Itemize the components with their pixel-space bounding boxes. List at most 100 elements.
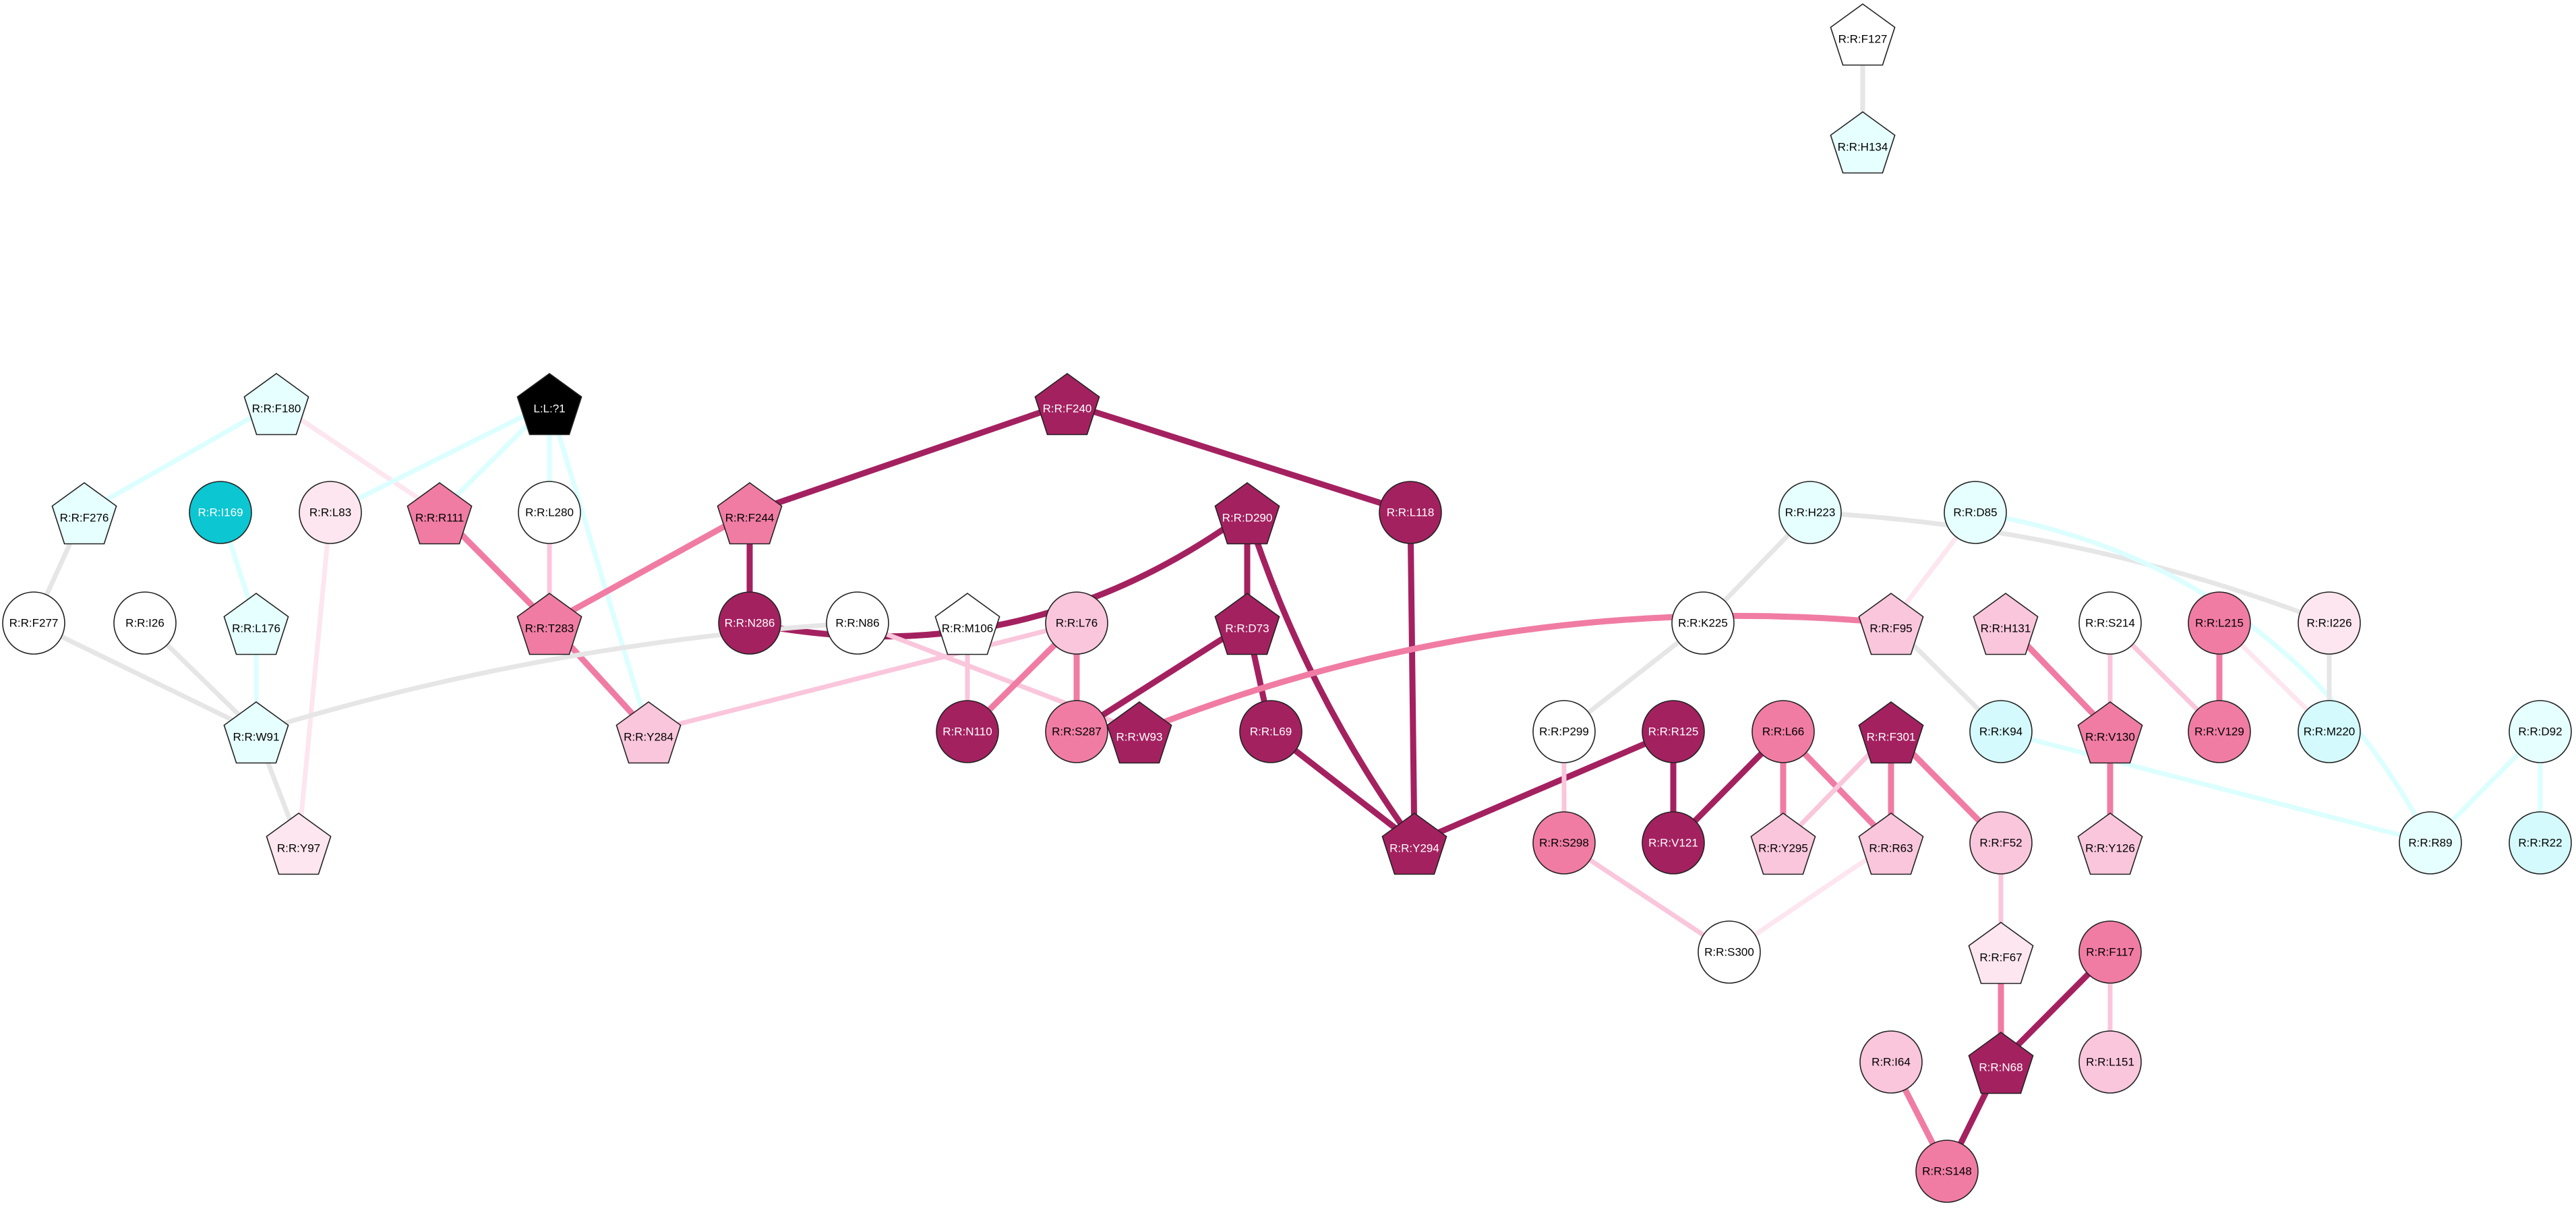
node-f240[interactable]: R:R:F240 <box>1034 373 1100 436</box>
node-k94[interactable]: R:R:K94 <box>1969 700 2033 763</box>
edge-f244-t283 <box>546 509 753 626</box>
node-l151[interactable]: R:R:L151 <box>2078 1030 2142 1094</box>
node-d290[interactable]: R:R:D290 <box>1214 482 1280 545</box>
node-l66[interactable]: R:R:L66 <box>1751 700 1815 763</box>
node-s148[interactable]: R:R:S148 <box>1915 1140 1979 1203</box>
node-i64[interactable]: R:R:I64 <box>1859 1030 1923 1094</box>
node-p299[interactable]: R:R:P299 <box>1532 700 1596 763</box>
node-l76[interactable]: R:R:L76 <box>1045 591 1108 655</box>
node-h223-label: R:R:H223 <box>1785 506 1836 519</box>
node-y294[interactable]: R:R:Y294 <box>1381 813 1447 875</box>
edge-l83-y97 <box>296 510 333 846</box>
edge-r125-y294 <box>1411 728 1677 846</box>
node-f67-label: R:R:F67 <box>1979 951 2022 964</box>
node-f95[interactable]: R:R:F95 <box>1858 593 1924 655</box>
node-d92[interactable]: R:R:D92 <box>2509 700 2572 763</box>
node-v130[interactable]: R:R:V130 <box>2077 701 2143 764</box>
node-l69[interactable]: R:R:L69 <box>1239 700 1302 763</box>
node-l76-label: R:R:L76 <box>1056 617 1098 630</box>
node-y295[interactable]: R:R:Y295 <box>1750 813 1816 875</box>
node-f244[interactable]: R:R:F244 <box>717 482 783 545</box>
node-p299-label: R:R:P299 <box>1539 726 1589 738</box>
node-i169-label: R:R:I169 <box>198 506 243 519</box>
node-f117[interactable]: R:R:F117 <box>2078 920 2142 984</box>
node-n86[interactable]: R:R:N86 <box>826 591 889 655</box>
node-y295-label: R:R:Y295 <box>1758 842 1808 855</box>
node-s298-circle <box>1532 811 1596 875</box>
node-d85[interactable]: R:R:D85 <box>1944 481 2007 544</box>
node-w91-label: R:R:W91 <box>233 731 280 744</box>
node-m220[interactable]: R:R:M220 <box>2298 700 2361 763</box>
node-w91-pentagon <box>223 701 289 764</box>
node-n286-label: R:R:N286 <box>725 617 775 630</box>
node-f52[interactable]: R:R:F52 <box>1969 811 2033 875</box>
node-y126[interactable]: R:R:Y126 <box>2077 813 2143 875</box>
node-r63[interactable]: R:R:R63 <box>1858 813 1924 875</box>
node-l280-circle <box>518 481 581 544</box>
node-l215-label: R:R:L215 <box>2195 617 2244 630</box>
node-h131-pentagon <box>1973 593 2039 655</box>
node-i226-circle <box>2298 591 2361 655</box>
node-l71[interactable]: L:L:?1 <box>516 373 582 436</box>
node-h134[interactable]: R:R:H134 <box>1830 111 1896 174</box>
node-i26[interactable]: R:R:I26 <box>113 591 177 655</box>
node-s300[interactable]: R:R:S300 <box>1698 920 1761 984</box>
node-n68-label: R:R:N68 <box>1979 1061 2023 1074</box>
node-v129[interactable]: R:R:V129 <box>2188 700 2251 763</box>
node-l118[interactable]: R:R:L118 <box>1379 481 1442 544</box>
node-f52-circle <box>1969 811 2033 875</box>
node-s298[interactable]: R:R:S298 <box>1532 811 1596 875</box>
node-y97-label: R:R:Y97 <box>277 842 320 855</box>
node-r22[interactable]: R:R:R22 <box>2509 811 2572 875</box>
edge-f240-l118 <box>1064 400 1414 516</box>
node-i169[interactable]: R:R:I169 <box>189 481 252 544</box>
node-v121[interactable]: R:R:V121 <box>1642 811 1705 875</box>
node-w93[interactable]: R:R:W93 <box>1106 701 1172 764</box>
node-h131[interactable]: R:R:H131 <box>1973 593 2039 655</box>
node-f276-pentagon <box>51 482 117 545</box>
node-f276[interactable]: R:R:F276 <box>51 482 117 545</box>
node-s214[interactable]: R:R:S214 <box>2078 591 2142 655</box>
node-r63-label: R:R:R63 <box>1869 842 1913 855</box>
node-i64-circle <box>1859 1030 1923 1094</box>
node-n110-label: R:R:N110 <box>942 726 992 738</box>
node-l118-label: R:R:L118 <box>1387 506 1435 519</box>
node-k225[interactable]: R:R:K225 <box>1671 591 1735 655</box>
node-h223[interactable]: R:R:H223 <box>1778 481 1842 544</box>
node-m106-pentagon <box>934 593 1000 655</box>
node-v121-label: R:R:V121 <box>1648 837 1698 850</box>
node-n286[interactable]: R:R:N286 <box>718 591 781 655</box>
node-l280[interactable]: R:R:L280 <box>518 481 581 544</box>
node-f67[interactable]: R:R:F67 <box>1968 922 2034 984</box>
node-r111[interactable]: R:R:R111 <box>407 482 473 545</box>
node-n110[interactable]: R:R:N110 <box>936 700 999 763</box>
node-f277-circle <box>2 591 65 655</box>
node-r89[interactable]: R:R:R89 <box>2399 811 2462 875</box>
node-n68[interactable]: R:R:N68 <box>1968 1032 2034 1094</box>
node-m106[interactable]: R:R:M106 <box>934 593 1000 655</box>
node-f301[interactable]: R:R:F301 <box>1858 701 1924 764</box>
node-f127-pentagon <box>1830 3 1896 66</box>
edge-f240-f244 <box>746 400 1071 516</box>
node-i226[interactable]: R:R:I226 <box>2298 591 2361 655</box>
node-d73[interactable]: R:R:D73 <box>1214 593 1280 655</box>
node-y97[interactable]: R:R:Y97 <box>266 813 332 875</box>
node-s287[interactable]: R:R:S287 <box>1045 700 1108 763</box>
node-h131-label: R:R:H131 <box>1981 622 2031 635</box>
node-l83[interactable]: R:R:L83 <box>299 481 362 544</box>
node-r125[interactable]: R:R:R125 <box>1642 700 1705 763</box>
node-v130-pentagon <box>2077 701 2143 764</box>
node-f240-label: R:R:F240 <box>1043 403 1092 415</box>
node-l215-circle <box>2188 591 2251 655</box>
node-y284[interactable]: R:R:Y284 <box>616 701 682 764</box>
node-k94-label: R:R:K94 <box>1979 726 2023 738</box>
node-f127[interactable]: R:R:F127 <box>1830 3 1896 66</box>
edge-k94-r89 <box>1998 729 2433 846</box>
node-l176[interactable]: R:R:L176 <box>223 593 289 655</box>
node-f180[interactable]: R:R:F180 <box>243 373 309 436</box>
node-l215[interactable]: R:R:L215 <box>2188 591 2251 655</box>
node-w91[interactable]: R:R:W91 <box>223 701 289 764</box>
node-t283[interactable]: R:R:T283 <box>516 593 582 655</box>
node-f277[interactable]: R:R:F277 <box>2 591 65 655</box>
